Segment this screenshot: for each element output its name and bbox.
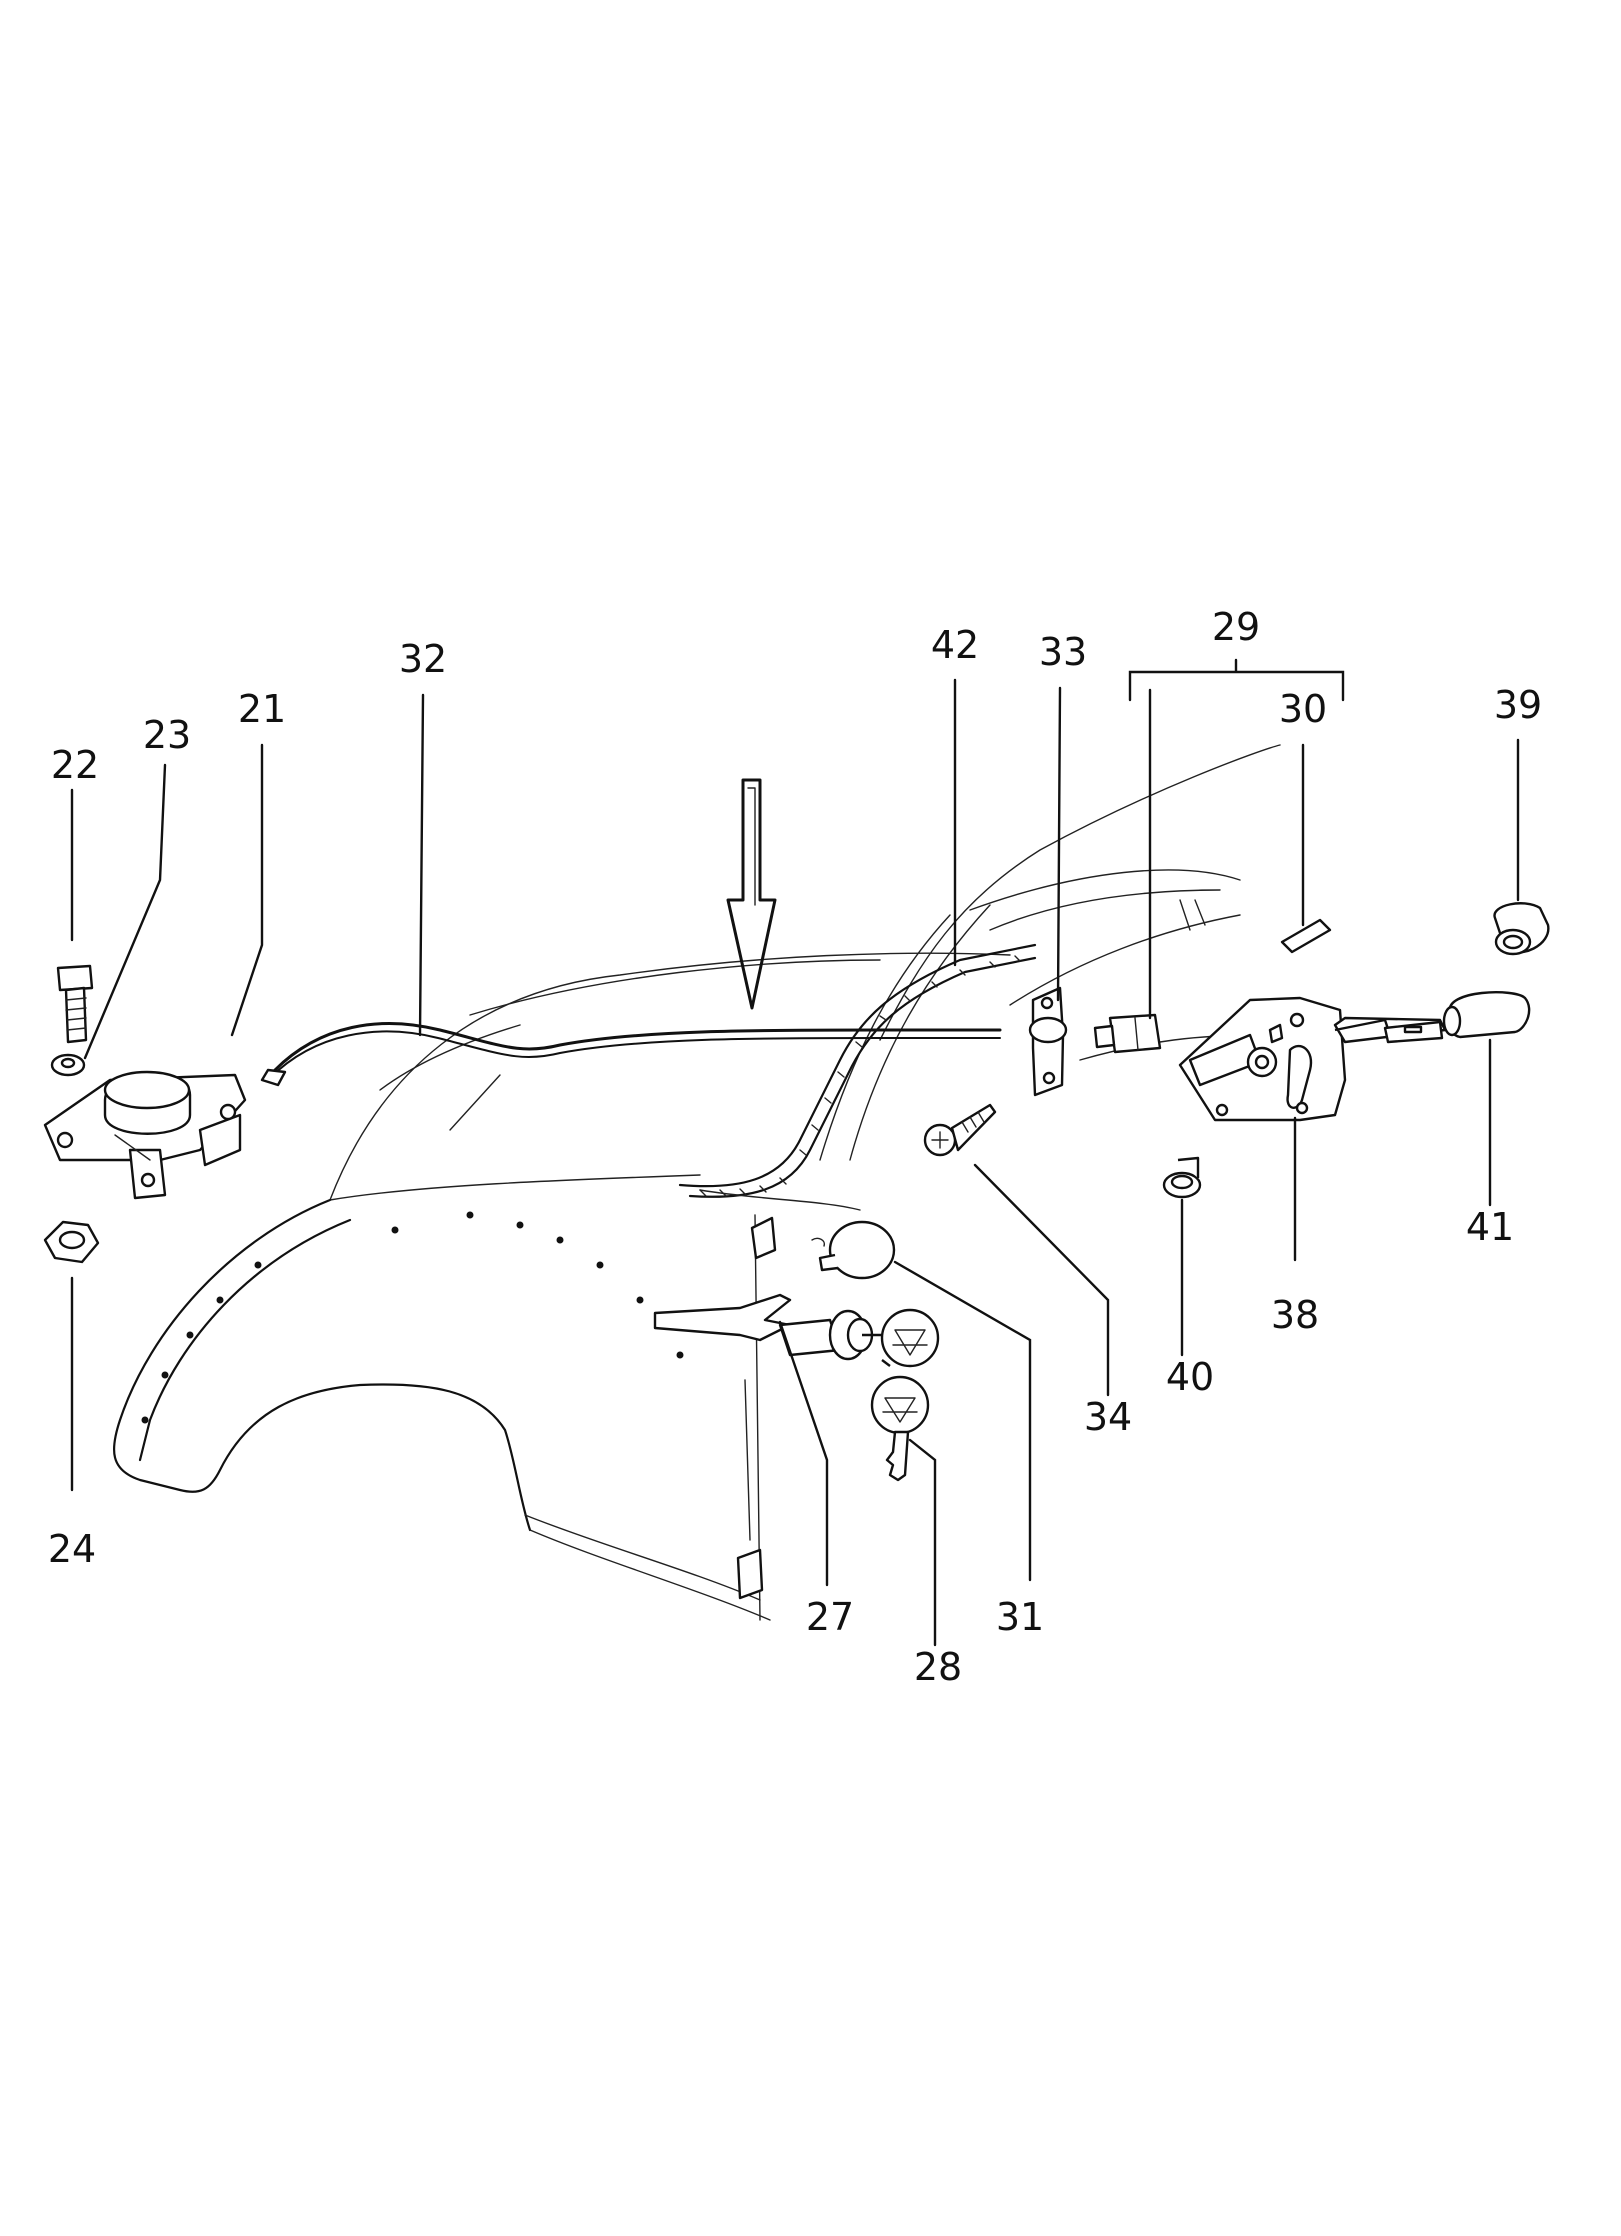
callout-27: 27 xyxy=(806,1595,854,1639)
callout-30: 30 xyxy=(1279,687,1327,731)
keys-28 xyxy=(870,1308,940,1482)
callout-34: 34 xyxy=(1084,1395,1132,1439)
callout-32: 32 xyxy=(399,637,447,681)
callout-23: 23 xyxy=(143,713,191,757)
screw-34 xyxy=(923,1103,997,1157)
bracket-29 xyxy=(1128,658,1345,702)
body-outline xyxy=(112,744,1281,1621)
cable-clamp-33 xyxy=(1028,986,1068,1097)
grommet-40 xyxy=(1162,1156,1202,1199)
callout-28: 28 xyxy=(914,1645,962,1689)
rubber-sleeve-41 xyxy=(1442,991,1531,1039)
callout-41: 41 xyxy=(1466,1205,1514,1249)
callout-33: 33 xyxy=(1039,630,1087,674)
hood-lock-38 xyxy=(1178,996,1447,1122)
pin-30 xyxy=(1280,918,1332,954)
bolt-22 xyxy=(56,964,94,1044)
callout-29: 29 xyxy=(1212,605,1260,649)
release-cable-32 xyxy=(260,1021,1002,1087)
cable-clip-29 xyxy=(1093,1013,1162,1054)
callout-21: 21 xyxy=(238,687,286,731)
leader-lines xyxy=(70,678,1520,1647)
callout-40: 40 xyxy=(1166,1355,1214,1399)
hood-striker-21 xyxy=(43,1070,247,1200)
lock-washer-23 xyxy=(50,1053,86,1077)
callout-31: 31 xyxy=(996,1595,1044,1639)
callout-39: 39 xyxy=(1494,683,1542,727)
callout-38: 38 xyxy=(1271,1293,1319,1337)
callout-labels: 22 23 21 32 42 33 29 30 39 24 41 38 40 3… xyxy=(48,605,1542,1689)
nut-24 xyxy=(43,1220,100,1264)
callout-22: 22 xyxy=(51,743,99,787)
callout-24: 24 xyxy=(48,1527,96,1571)
callout-42: 42 xyxy=(931,623,979,667)
lock-cylinder-27 xyxy=(653,1293,890,1361)
knob-31 xyxy=(811,1220,896,1280)
bumper-cap-39 xyxy=(1493,902,1550,956)
